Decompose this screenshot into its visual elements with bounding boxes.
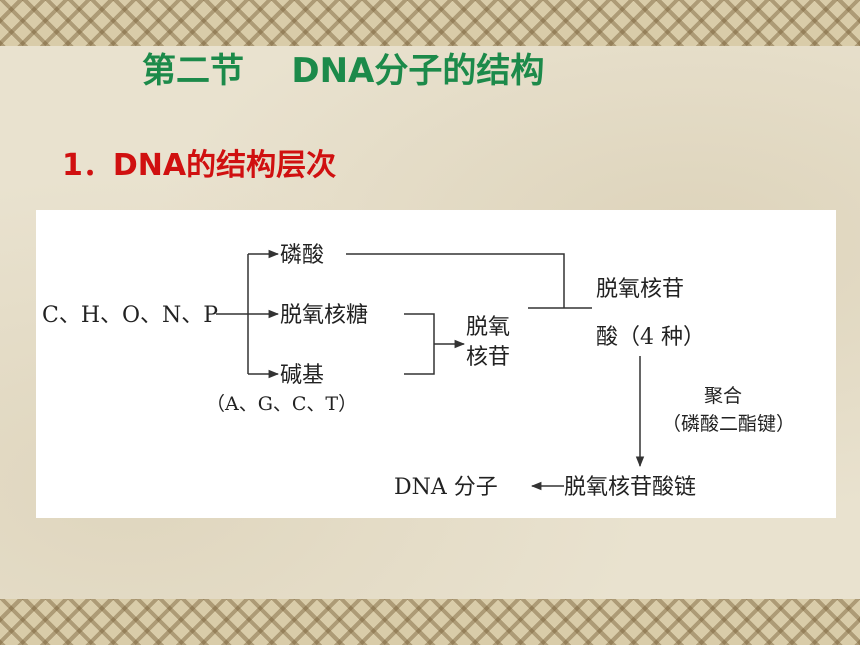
process-label-line2: （磷酸二酯键） [662, 413, 795, 435]
nucleotide-label-line2: 酸（4 种） [596, 325, 705, 350]
nucleoside-label-line2: 核苷 [466, 345, 510, 370]
dna-molecule-label: DNA 分子 [394, 475, 498, 500]
elements-label: C、H、O、N、P [42, 303, 218, 328]
decorative-top-border [0, 0, 860, 46]
dna-structure-diagram: C、H、O、N、P 磷酸 脱氧核糖 碱基 （A、G、C、T） 脱氧 核苷 脱氧核… [36, 210, 836, 518]
decorative-bottom-border [0, 599, 860, 645]
phosphate-label: 磷酸 [280, 243, 324, 268]
chain-label: 脱氧核苷酸链 [564, 475, 696, 500]
nucleoside-label-line1: 脱氧 [466, 315, 510, 340]
base-label: 碱基 [280, 363, 324, 388]
diagram-canvas: C、H、O、N、P 磷酸 脱氧核糖 碱基 （A、G、C、T） 脱氧 核苷 脱氧核… [42, 243, 795, 500]
process-label-line1: 聚合 [704, 385, 742, 407]
base-types-label: （A、G、C、T） [206, 393, 357, 415]
bracket-sugar-base [404, 313, 435, 375]
nucleotide-label-line1: 脱氧核苷 [596, 277, 684, 302]
deoxyribose-label: 脱氧核糖 [280, 303, 368, 328]
slide-title: 第二节 DNA分子的结构 [142, 51, 545, 91]
section-heading: 1．DNA的结构层次 [62, 148, 337, 183]
phosphate-connector-line [346, 253, 565, 308]
